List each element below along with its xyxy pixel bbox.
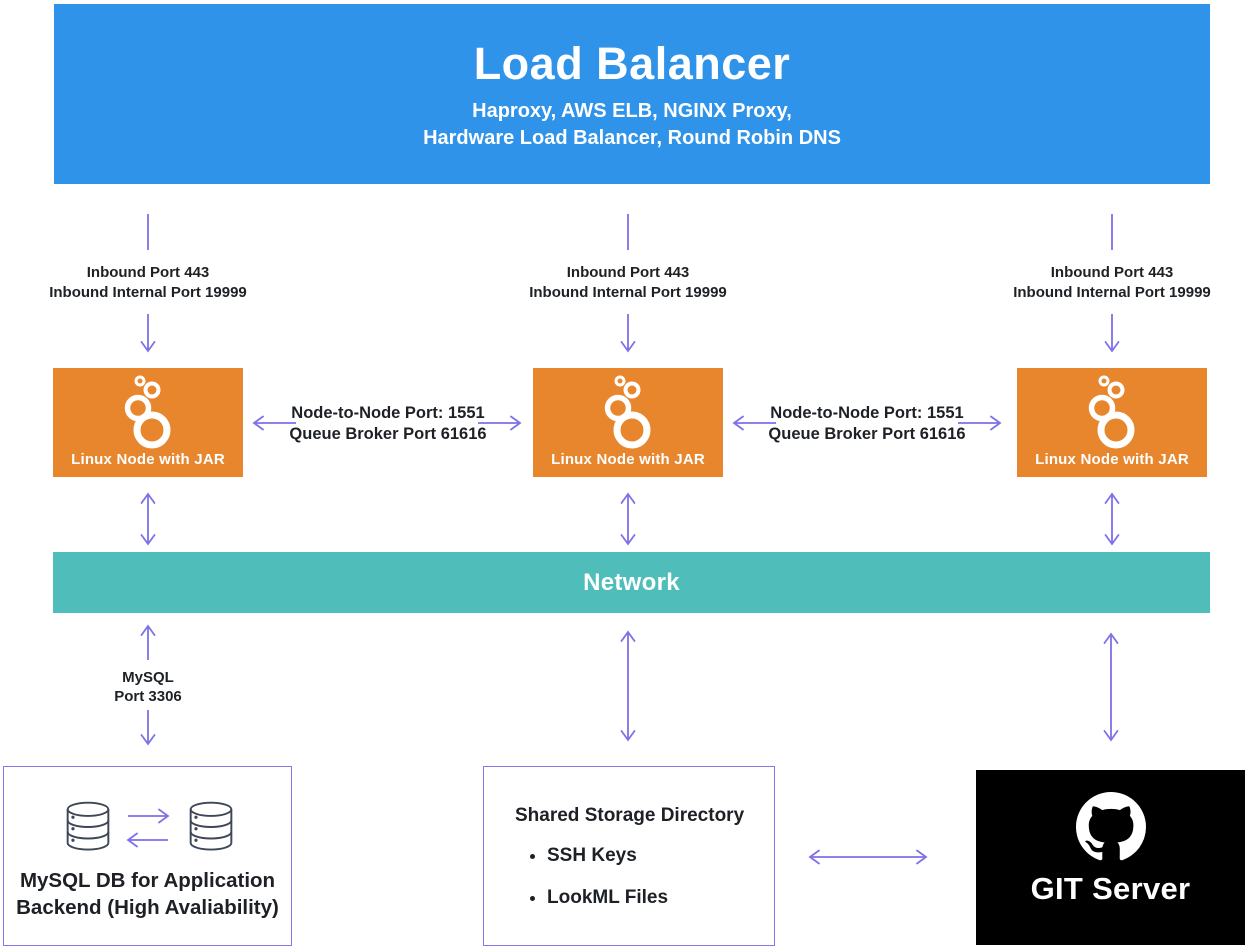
- load-balancer-box: Load Balancer Haproxy, AWS ELB, NGINX Pr…: [54, 4, 1210, 184]
- inbound-label-line2: Inbound Internal Port 19999: [529, 284, 727, 301]
- linux-node-label: Linux Node with JAR: [551, 451, 705, 468]
- looker-icon: [119, 374, 177, 455]
- node-link-line2: Queue Broker Port 61616: [768, 425, 966, 443]
- load-balancer-subtitle: Haproxy, AWS ELB, NGINX Proxy, Hardware …: [54, 98, 1210, 152]
- list-item: SSH Keys: [547, 845, 774, 867]
- git-server-label: GIT Server: [1030, 871, 1191, 906]
- linux-node-label: Linux Node with JAR: [71, 451, 225, 468]
- load-balancer-subtitle-line2: Hardware Load Balancer, Round Robin DNS: [423, 127, 841, 149]
- node-link-line1: Node-to-Node Port: 1551: [770, 404, 964, 422]
- mysql-db-label-line1: MySQL DB for Application: [19, 869, 276, 892]
- inbound-ports-label: Inbound Port 443 Inbound Internal Port 1…: [49, 263, 247, 303]
- mysql-port-line2: Port 3306: [114, 688, 182, 705]
- node-link-line1: Node-to-Node Port: 1551: [291, 404, 485, 422]
- inbound-label-line1: Inbound Port 443: [566, 264, 690, 281]
- looker-icon: [1083, 374, 1141, 455]
- node-to-node-label: Node-to-Node Port: 1551 Queue Broker Por…: [289, 403, 486, 445]
- mysql-db-label-line2: Backend (High Avaliability): [16, 896, 279, 919]
- github-icon: [976, 792, 1245, 867]
- inbound-ports-label: Inbound Port 443 Inbound Internal Port 1…: [1013, 263, 1211, 303]
- inbound-ports-label: Inbound Port 443 Inbound Internal Port 1…: [529, 263, 727, 303]
- node-link-line2: Queue Broker Port 61616: [289, 425, 487, 443]
- mysql-port-label: MySQL Port 3306: [114, 668, 182, 706]
- inbound-label-line2: Inbound Internal Port 19999: [49, 284, 247, 301]
- shared-storage-title: Shared Storage Directory: [515, 805, 745, 826]
- database-icon: [188, 801, 234, 858]
- node-to-node-label: Node-to-Node Port: 1551 Queue Broker Por…: [768, 403, 965, 445]
- inbound-label-line2: Inbound Internal Port 19999: [1013, 284, 1211, 301]
- load-balancer-title: Load Balancer: [473, 38, 791, 89]
- git-server-box: GIT Server: [976, 770, 1245, 945]
- linux-node-box: Linux Node with JAR: [533, 368, 723, 477]
- mysql-db-box: MySQL DB for Application Backend (High A…: [3, 766, 292, 946]
- looker-icon: [599, 374, 657, 455]
- linux-node-box: Linux Node with JAR: [1017, 368, 1207, 477]
- network-label: Network: [583, 568, 680, 596]
- linux-node-label: Linux Node with JAR: [1035, 451, 1189, 468]
- network-bar: Network: [53, 552, 1210, 613]
- mysql-port-line1: MySQL: [122, 669, 174, 686]
- linux-node-box: Linux Node with JAR: [53, 368, 243, 477]
- load-balancer-subtitle-line1: Haproxy, AWS ELB, NGINX Proxy,: [472, 100, 792, 122]
- inbound-label-line1: Inbound Port 443: [86, 264, 210, 281]
- database-icon: [65, 801, 111, 858]
- mysql-db-label: MySQL DB for Application Backend (High A…: [4, 867, 291, 921]
- inbound-label-line1: Inbound Port 443: [1050, 264, 1174, 281]
- shared-storage-box: Shared Storage Directory SSH Keys LookML…: [483, 766, 775, 946]
- shared-storage-list: SSH Keys LookML Files: [484, 845, 774, 909]
- list-item: LookML Files: [547, 887, 774, 909]
